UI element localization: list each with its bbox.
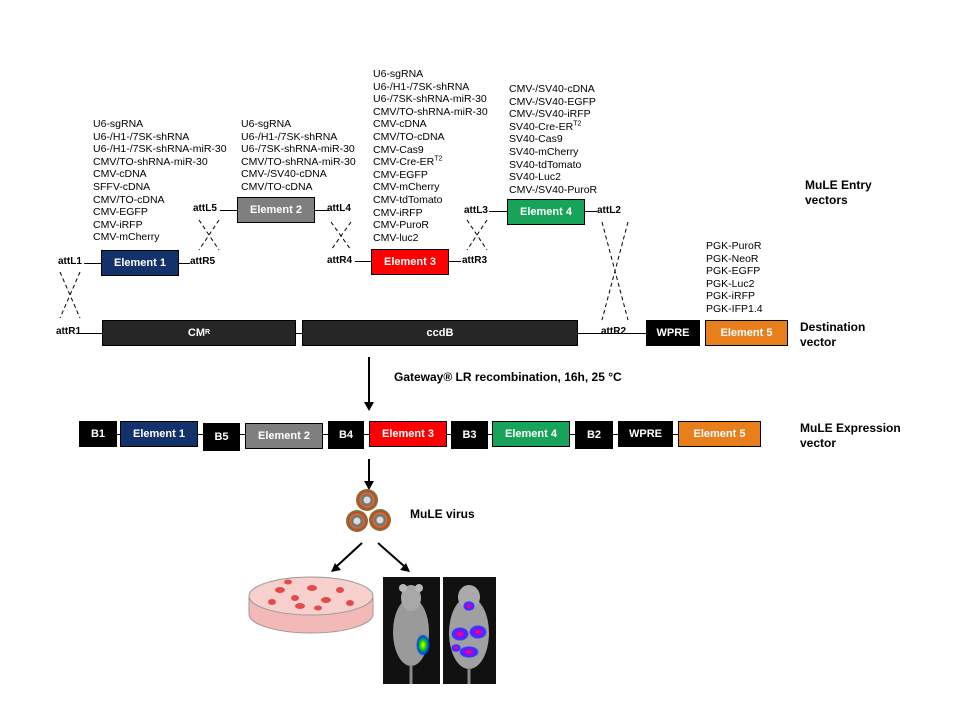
expression-b4: B4 <box>328 421 364 449</box>
option: U6-/H1-/7SK-shRNA <box>93 130 190 143</box>
attL3-label: attL3 <box>464 205 488 216</box>
ccdb-box: ccdB <box>302 320 578 346</box>
destination-element5-box: Element 5 <box>705 320 788 346</box>
attR5-label: attR5 <box>190 256 216 267</box>
expression-b2: B2 <box>575 421 613 449</box>
attR3-label: attR3 <box>462 255 488 266</box>
destination-wpre-box: WPRE <box>646 320 700 346</box>
option: CMV-EGFP <box>373 168 428 181</box>
option: SV40-Luc2 <box>509 171 561 184</box>
option: CMV-iRFP <box>373 206 423 219</box>
option: CMV-/SV40-cDNA <box>241 168 327 181</box>
petri-dish-icon <box>248 576 374 634</box>
option: CMV-iRFP <box>93 218 143 231</box>
attR1-label: attR1 <box>56 326 82 337</box>
option: PGK-EGFP <box>706 265 761 278</box>
option: CMV-EGFP <box>93 206 148 219</box>
option: CMV-cDNA <box>93 168 147 181</box>
attR2-label: attR2 <box>601 326 627 337</box>
option: CMV-PuroR <box>373 219 430 232</box>
attR4-label: attR4 <box>327 255 353 266</box>
option: U6-sgRNA <box>93 118 144 130</box>
expression-element4: Element 4 <box>492 421 570 447</box>
mouse-image-1 <box>383 577 440 684</box>
option: PGK-NeoR <box>706 252 759 265</box>
element4-options: CMV-/SV40-cDNA CMV-/SV40-EGFP CMV-/SV40-… <box>509 83 597 196</box>
entry-element1-box: Element 1 <box>101 250 179 276</box>
option: U6-/H1-/7SK-shRNA <box>373 80 470 93</box>
expression-b1: B1 <box>79 421 117 447</box>
mouse-image-2 <box>443 577 496 684</box>
option: CMV-mCherry <box>373 181 440 194</box>
option: PGK-IFP1.4 <box>706 302 763 315</box>
attL2-label: attL2 <box>597 205 621 216</box>
option-cre: CMV-Cre-ERT2 <box>373 155 443 169</box>
option: CMV/TO-shRNA-miR-30 <box>93 155 208 168</box>
option: SV40-Cas9 <box>509 133 563 146</box>
process-arrows <box>331 357 410 572</box>
option: CMV-luc2 <box>373 231 419 244</box>
option: U6-/H1-/7SK-shRNA-miR-30 <box>93 143 227 156</box>
recombination-crosses <box>59 219 629 321</box>
option: PGK-iRFP <box>706 290 756 303</box>
reaction-label: Gateway® LR recombination, 16h, 25 °C <box>394 370 622 384</box>
option: PGK-Luc2 <box>706 277 755 290</box>
entry-element4-box: Element 4 <box>507 199 585 225</box>
element2-options: U6-sgRNA U6-/H1-/7SK-shRNA U6-/7SK-shRNA… <box>241 118 356 194</box>
option: CMV/TO-cDNA <box>93 193 165 206</box>
option: CMV-tdTomato <box>373 193 443 206</box>
option: CMV-Cas9 <box>373 143 424 156</box>
option: CMV-/SV40-cDNA <box>509 83 595 95</box>
option: U6-/H1-/7SK-shRNA <box>241 130 338 143</box>
option-cre: SV40-Cre-ERT2 <box>509 120 582 133</box>
expression-wpre: WPRE <box>618 421 673 447</box>
virus-icon <box>346 489 391 532</box>
element3-options: U6-sgRNA U6-/H1-/7SK-shRNA U6-/7SK-shRNA… <box>373 68 488 244</box>
option: SFFV-cDNA <box>93 180 151 193</box>
attL4-label: attL4 <box>327 203 351 214</box>
expression-element5: Element 5 <box>678 421 761 447</box>
entry-element3-box: Element 3 <box>371 249 449 275</box>
option: CMV-/SV40-iRFP <box>509 108 591 121</box>
virus-label: MuLE virus <box>410 507 475 521</box>
option: CMV-mCherry <box>93 231 160 244</box>
option: SV40-tdTomato <box>509 158 582 171</box>
entry-vectors-label: MuLE Entry vectors <box>805 178 872 207</box>
option: CMV-/SV40-EGFP <box>509 95 596 108</box>
option: U6-/7SK-shRNA-miR-30 <box>241 143 355 156</box>
destination-vector-label: Destination vector <box>800 320 866 349</box>
expression-element3: Element 3 <box>369 421 447 447</box>
expression-vector-label: MuLE Expression vector <box>800 421 901 450</box>
element1-options: U6-sgRNA U6-/H1-/7SK-shRNA U6-/H1-/7SK-s… <box>93 118 227 244</box>
option: CMV-/SV40-PuroR <box>509 183 598 196</box>
element5-options: PGK-PuroR PGK-NeoR PGK-EGFP PGK-Luc2 PGK… <box>706 240 763 316</box>
attL5-label: attL5 <box>193 203 217 214</box>
option: PGK-PuroR <box>706 240 762 252</box>
option: CMV/TO-cDNA <box>241 180 313 193</box>
expression-element1: Element 1 <box>120 421 198 447</box>
expression-b5: B5 <box>203 423 240 451</box>
expression-element2: Element 2 <box>245 423 323 449</box>
option: CMV/TO-shRNA-miR-30 <box>373 105 488 118</box>
option: U6-/7SK-shRNA-miR-30 <box>373 93 487 106</box>
attL1-label: attL1 <box>58 256 82 267</box>
option: CMV/TO-shRNA-miR-30 <box>241 155 356 168</box>
option: U6-sgRNA <box>241 118 292 130</box>
option: SV40-mCherry <box>509 145 579 158</box>
option: CMV/TO-cDNA <box>373 130 445 143</box>
entry-element2-box: Element 2 <box>237 197 315 223</box>
expression-b3: B3 <box>451 421 488 449</box>
option: U6-sgRNA <box>373 68 424 80</box>
option: CMV-cDNA <box>373 118 427 131</box>
